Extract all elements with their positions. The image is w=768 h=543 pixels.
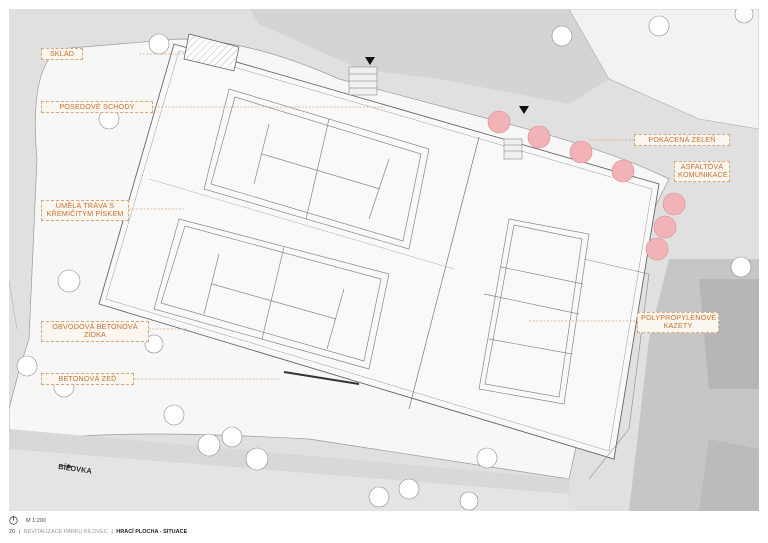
sheet-caption: 20 | REVITALIZACE PARKU BÍLOVEC | HRACÍ … — [9, 529, 187, 535]
north-arrow-icon — [9, 516, 18, 525]
project-name: REVITALIZACE PARKU BÍLOVEC — [23, 529, 108, 535]
label-seating-steps: POSEDOVÉ SCHODY — [41, 101, 153, 114]
court-3 — [478, 218, 590, 405]
scale-label: M 1:200 — [26, 517, 46, 524]
street-name: BÍLOVKA — [57, 462, 93, 476]
leader-lines — [129, 53, 637, 380]
court-1 — [203, 88, 430, 250]
caption-separator: | — [18, 529, 21, 535]
sheet-title: HRACÍ PLOCHA - SITUACE — [116, 529, 188, 535]
label-asphalt-road: ASFALTOVÁ KOMUNIKACE — [674, 161, 730, 182]
upper-right-lawn — [568, 9, 759, 130]
site-plan-drawing — [9, 9, 759, 511]
page-number: 20 — [9, 529, 16, 535]
arrow-right-icon — [58, 463, 73, 469]
felled-trees — [487, 110, 686, 261]
sheet-footer: M 1:200 20 | REVITALIZACE PARKU BÍLOVEC … — [9, 514, 759, 543]
label-storage: SKLAD — [41, 48, 83, 61]
site-plan: SKLAD POSEDOVÉ SCHODY UMĚLÁ TRÁVA S KŘEM… — [9, 9, 759, 511]
label-artificial-grass: UMĚLÁ TRÁVA S KŘEMIČITÝM PÍSKEM — [41, 200, 129, 221]
entrance-marker-2 — [519, 106, 529, 114]
storage-building — [183, 33, 240, 72]
label-concrete-wall: BETONOVÁ ZEĎ — [41, 373, 134, 386]
court-2 — [153, 218, 390, 370]
scale-row: M 1:200 — [9, 516, 46, 525]
caption-separator: | — [111, 529, 113, 535]
label-perimeter-wall: OBVODOVÁ BETONOVÁ ZÍDKA — [41, 321, 149, 342]
label-felled-greenery: POKÁCENÁ ZELEŇ — [634, 134, 730, 147]
entrance-marker-1 — [365, 57, 375, 65]
parking-area — [249, 9, 609, 104]
concrete-wall — [283, 371, 360, 385]
label-polypropylene-tiles: POLYPROPYLENOVÉ KAZETY — [637, 312, 719, 333]
steps — [348, 66, 523, 160]
